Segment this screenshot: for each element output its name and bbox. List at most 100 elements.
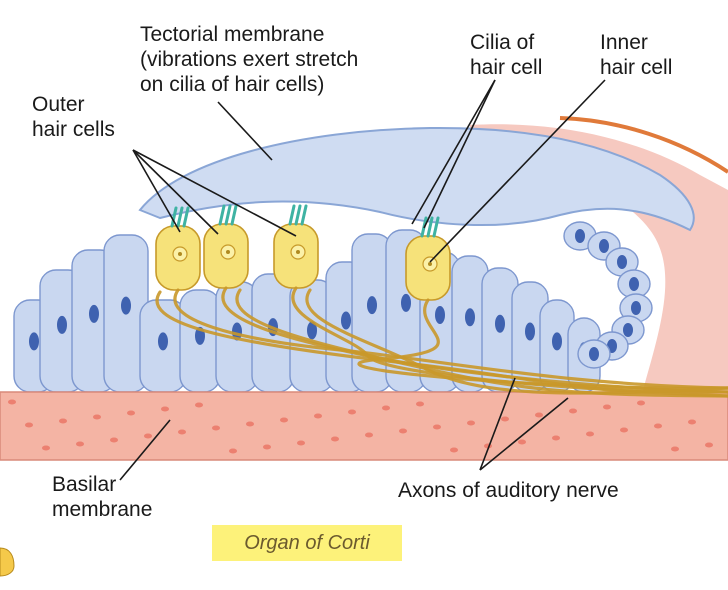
support-cell-nucleus [435, 306, 445, 324]
basilar-cell-dot [297, 440, 305, 446]
support-cell-nucleus [307, 321, 317, 340]
arch-cell-nucleus [629, 277, 639, 291]
support-cell-nucleus [57, 315, 67, 334]
cilia-icon [170, 206, 178, 228]
basilar-cell-dot [42, 445, 50, 451]
basilar-cell-dot [195, 402, 203, 408]
basilar-cell-dot [416, 401, 424, 407]
label-tectorial-line-2: (vibrations exert stretch [140, 48, 359, 71]
label-axons-line-1: Axons of auditory nerve [398, 479, 619, 502]
label-basilar-membrane: Basilar membrane [52, 472, 152, 522]
basilar-cell-dot [348, 409, 356, 415]
label-tectorial-line-1: Tectorial membrane [140, 23, 325, 46]
label-cilia: Cilia of hair cell [470, 30, 542, 80]
arch-cell-nucleus [575, 229, 585, 243]
basilar-cell-dot [467, 420, 475, 426]
leader-cilia-2 [423, 79, 496, 229]
cilia-icon [300, 204, 308, 226]
nerve-fiber [305, 288, 728, 395]
arch-cell-nucleus [589, 347, 599, 361]
label-tectorial-line-3: on cilia of hair cells) [140, 73, 325, 96]
hair-cell-nucleolus [428, 262, 432, 266]
label-outer-line-1: Outer [32, 93, 85, 116]
label-inner-hair-cell: Inner hair cell [600, 30, 672, 80]
basilar-cell-dot [212, 425, 220, 431]
basilar-cell-dot [144, 433, 152, 439]
label-basilar-line-2: membrane [52, 498, 153, 521]
basilar-cell-dot [8, 399, 16, 405]
basilar-dots [8, 399, 713, 454]
cilia-icon [432, 216, 440, 238]
label-tectorial-membrane: Tectorial membrane (vibrations exert str… [140, 22, 358, 97]
auditory-nerve-fibers [155, 286, 728, 398]
label-outer-line-2: hair cells [32, 118, 115, 141]
leader-inner [429, 79, 606, 263]
support-cell-nucleus [341, 311, 351, 330]
basilar-cell-dot [246, 421, 254, 427]
leader-tectorial [217, 101, 273, 161]
hair-cell-nucleolus [178, 252, 182, 256]
caption-box: Organ of Corti [212, 525, 402, 561]
leader-outer-3 [132, 149, 297, 237]
cilia-icon [426, 216, 434, 238]
basilar-cell-dot [365, 432, 373, 438]
basilar-cell-dot [620, 427, 628, 433]
leader-lines [119, 79, 606, 481]
basilar-cell-dot [671, 446, 679, 452]
leader-axons-1 [479, 377, 516, 471]
basilar-cell-dot [688, 419, 696, 425]
basilar-cell-dot [110, 437, 118, 443]
basilar-cell-dot [603, 404, 611, 410]
hair-cell-nucleolus [296, 250, 300, 254]
label-inner-line-2: hair cell [600, 56, 673, 79]
label-inner-line-1: Inner [600, 31, 648, 54]
basilar-cell-dot [433, 424, 441, 430]
basilar-cell-dot [382, 405, 390, 411]
basilar-cell-dot [705, 442, 713, 448]
basilar-cell-dot [161, 406, 169, 412]
basilar-cell-dot [25, 422, 33, 428]
label-outer-hair-cells: Outer hair cells [32, 92, 115, 142]
basilar-cell-dot [178, 429, 186, 435]
arch-cell-nucleus [599, 239, 609, 253]
right-tissue-edge [559, 116, 728, 174]
leader-basilar [119, 419, 171, 481]
support-cell-nucleus [158, 332, 168, 351]
basilar-cell-dot [654, 423, 662, 429]
basilar-cell-dot [76, 441, 84, 447]
basilar-cell-dot [637, 400, 645, 406]
basilar-cell-dot [518, 439, 526, 445]
basilar-cell-dot [93, 414, 101, 420]
label-cilia-line-1: Cilia of [470, 31, 535, 54]
tectorial-membrane [138, 126, 695, 232]
support-cell-nucleus [401, 293, 411, 312]
basilar-cell-dot [331, 436, 339, 442]
support-cell-nucleus [121, 296, 131, 315]
basilar-cell-dot [314, 413, 322, 419]
basilar-cell-dot [569, 408, 577, 414]
label-cilia-line-2: hair cell [470, 56, 543, 79]
cilia-icon [224, 204, 232, 226]
support-cell-nucleus [465, 308, 475, 327]
cilia-icon [288, 204, 296, 226]
basilar-cell-dot [552, 435, 560, 441]
basilar-cell-dot [586, 431, 594, 437]
basilar-cell-dot [127, 410, 135, 416]
arch-cell-nucleus [631, 301, 641, 315]
arch-cell-nucleus [617, 255, 627, 269]
basilar-cell-dot [280, 417, 288, 423]
basilar-cell-dot [263, 444, 271, 450]
cilia-icon [182, 206, 190, 228]
basilar-cell-dot [450, 447, 458, 453]
support-cell-nucleus [495, 314, 505, 333]
leader-outer-2 [132, 149, 219, 235]
basilar-cell-dot [399, 428, 407, 434]
hair-cell-nucleolus [226, 250, 230, 254]
label-basilar-line-1: Basilar [52, 473, 117, 496]
basilar-cell-dot [59, 418, 67, 424]
arch-cell-nucleus [623, 323, 633, 337]
cilia-icon [294, 204, 302, 226]
leader-cilia-1 [411, 79, 496, 225]
leader-outer-1 [132, 149, 181, 233]
